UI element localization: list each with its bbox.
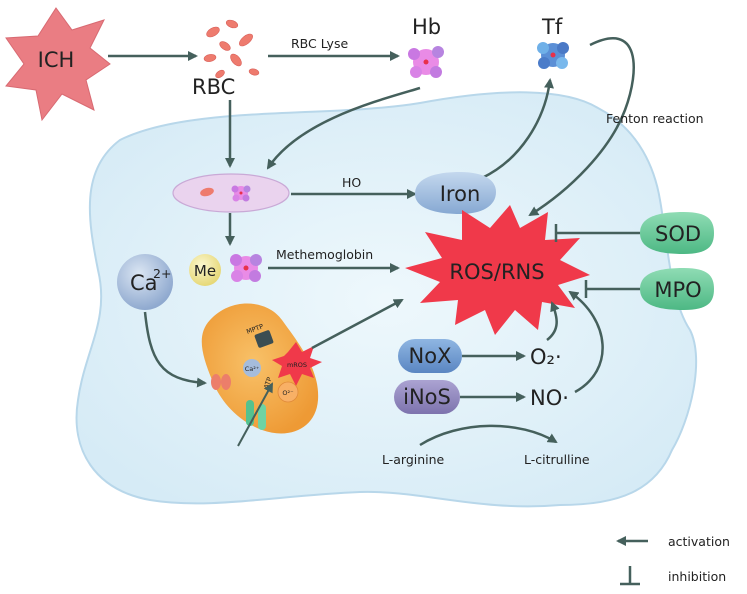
ros-rns-label: ROS/RNS bbox=[449, 260, 544, 284]
methemoglobin-label: Methemoglobin bbox=[276, 247, 373, 262]
rbc-cluster-icon bbox=[203, 19, 260, 79]
ich-star: ICH bbox=[5, 7, 111, 122]
ca-superscript: 2+ bbox=[153, 266, 171, 281]
arrow-ca-mito bbox=[143, 311, 207, 388]
tf-molecule-icon bbox=[537, 42, 569, 69]
rbc-label: RBC bbox=[192, 75, 235, 99]
mptp-channel bbox=[254, 330, 274, 348]
iron-node: Iron bbox=[415, 172, 496, 214]
atp-synthase-right bbox=[258, 404, 266, 430]
mpo-node: MPO bbox=[640, 268, 714, 310]
ca-ball bbox=[117, 254, 173, 310]
cell-membrane bbox=[75, 91, 698, 508]
inos-label: iNoS bbox=[403, 385, 451, 409]
ca-channel-left bbox=[211, 374, 221, 390]
l-arginine-label: L-arginine bbox=[382, 452, 445, 467]
arrow-no-ros bbox=[568, 290, 604, 394]
ca-label: Ca bbox=[130, 271, 158, 295]
phagocytic-vesicle bbox=[172, 173, 290, 213]
fenton-label: Fenton reaction bbox=[606, 111, 704, 126]
iron-label: Iron bbox=[440, 182, 481, 206]
ca-channel-right bbox=[221, 374, 231, 390]
legend: activation inhibition bbox=[616, 534, 730, 586]
me-label: Me bbox=[194, 262, 216, 280]
legend-activation-label: activation bbox=[668, 534, 730, 549]
ho-label: HO bbox=[342, 175, 361, 190]
rbc-lyse-label: RBC Lyse bbox=[291, 36, 348, 51]
o2-mito-label: O²⁻ bbox=[282, 389, 293, 397]
me-ball bbox=[189, 254, 221, 286]
arrow-hb-vesicle bbox=[266, 86, 421, 170]
arrow-mito-ros bbox=[311, 298, 404, 350]
legend-inhibition-label: inhibition bbox=[668, 569, 726, 584]
ca-in-mito-label: Ca²⁺ bbox=[245, 365, 260, 373]
ich-label: ICH bbox=[38, 48, 75, 72]
mros-burst bbox=[272, 342, 322, 386]
arrow-fenton bbox=[528, 37, 635, 217]
sod-node: SOD bbox=[640, 212, 714, 254]
arrow-iron-tf bbox=[481, 78, 554, 180]
o2-mito-ball bbox=[277, 381, 299, 403]
inos-node: iNoS bbox=[394, 380, 460, 414]
hb-label: Hb bbox=[412, 15, 441, 39]
methemoglobin-molecule-icon bbox=[230, 254, 262, 282]
mpo-label: MPO bbox=[654, 278, 701, 302]
ca-in-mito-ball bbox=[243, 359, 261, 377]
no-radical-label: NO· bbox=[530, 386, 569, 410]
hb-molecule-icon bbox=[408, 46, 444, 78]
nox-node: NoX bbox=[398, 339, 462, 373]
mros-label: mROS bbox=[287, 361, 307, 369]
l-citrulline-label: L-citrulline bbox=[524, 452, 590, 467]
nox-label: NoX bbox=[409, 344, 452, 368]
arrow-o2-ros bbox=[546, 301, 560, 341]
tf-label: Tf bbox=[541, 15, 563, 39]
ros-rns-burst: ROS/RNS bbox=[405, 205, 590, 335]
o2-radical-label: O₂· bbox=[530, 345, 562, 369]
arrow-atp bbox=[237, 382, 273, 447]
arrow-arginine-citrulline bbox=[419, 424, 558, 447]
sod-label: SOD bbox=[655, 222, 701, 246]
